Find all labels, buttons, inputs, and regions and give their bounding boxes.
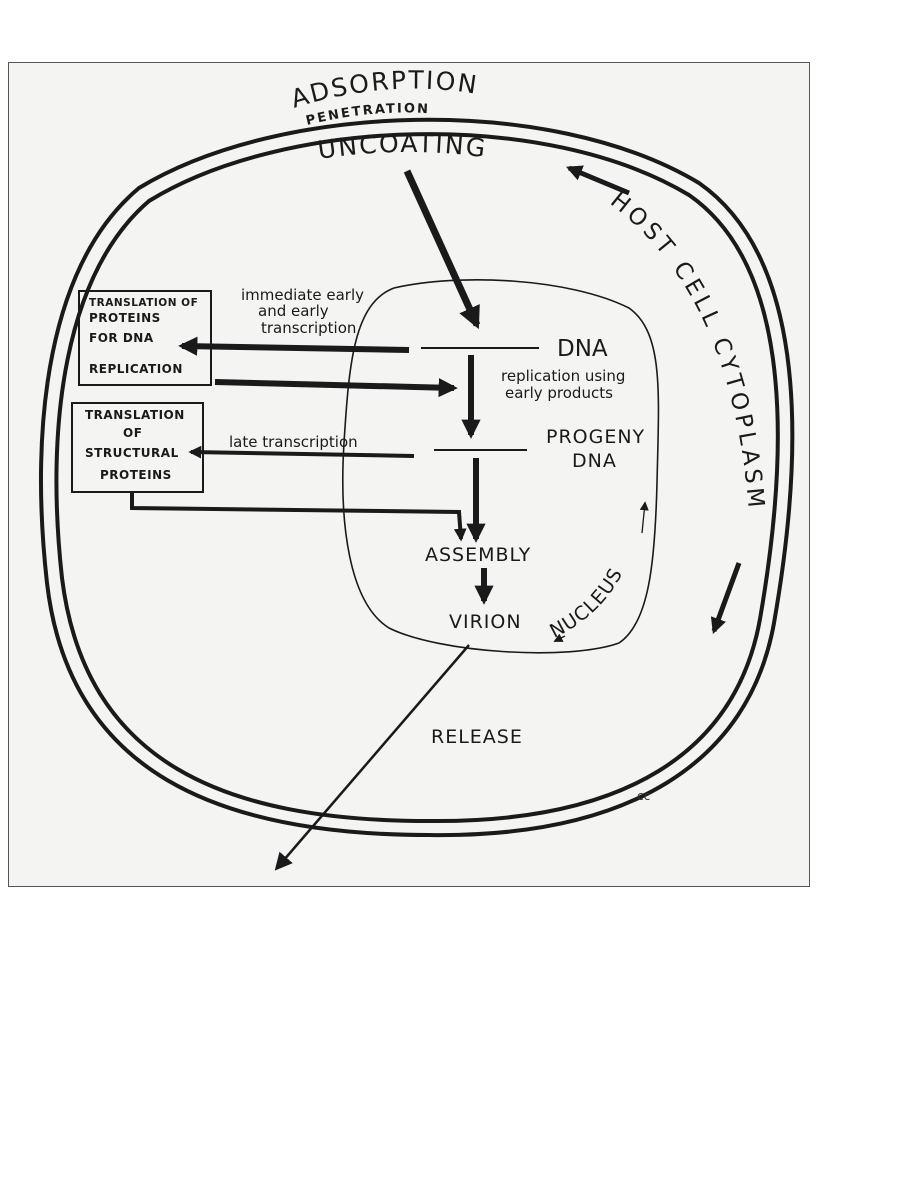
- cytoplasm-arrow-top: [566, 165, 630, 196]
- late-box-line3: STRUCTURAL: [85, 446, 179, 460]
- late-transcription-arrow: [188, 445, 415, 459]
- virion-label: VIRION: [449, 611, 522, 633]
- host-cell-membrane-inner: [54, 132, 780, 824]
- early-transcription-line3: transcription: [261, 319, 356, 337]
- late-translation-box: [71, 402, 204, 493]
- early-transcription-line1: immediate early: [241, 286, 364, 304]
- early-translation-box: [78, 290, 212, 386]
- uncoating-arrow: [403, 169, 481, 330]
- early-box-line1: TRANSLATION OF: [89, 297, 198, 309]
- nucleus-outline: [342, 279, 660, 654]
- early-box-line2: PROTEINS: [89, 311, 161, 325]
- dna-label: DNA: [557, 336, 608, 362]
- artist-initials: cc: [637, 789, 650, 803]
- late-box-line1: TRANSLATION: [85, 408, 185, 422]
- nucleus-arrow-top: [639, 501, 649, 534]
- progeny-label-line1: PROGENY: [546, 426, 645, 448]
- host-cell-cytoplasm-label: HOST CELL CYTOPLASM: [605, 187, 769, 512]
- late-transcription-label: late transcription: [229, 433, 358, 451]
- replication-note-line2: early products: [505, 384, 613, 402]
- release-arrow: [274, 644, 470, 871]
- nucleus-label: NUCLEUS: [546, 564, 627, 642]
- late-box-line4: PROTEINS: [100, 468, 172, 482]
- early-proteins-arrow: [214, 378, 458, 398]
- late-box-line2: OF: [123, 426, 142, 440]
- early-transcription-line2: and early: [258, 302, 329, 320]
- nucleus-arrow-bottom: [553, 633, 566, 642]
- uncoating-label: UNCOATING: [316, 129, 489, 165]
- host-cell-membrane-outer: [39, 117, 795, 838]
- release-label: RELEASE: [431, 726, 523, 748]
- assembly-label: ASSEMBLY: [425, 544, 531, 566]
- early-box-line4: REPLICATION: [89, 362, 183, 376]
- progeny-label-line2: DNA: [572, 450, 617, 472]
- cytoplasm-arrow-bottom: [710, 562, 742, 635]
- replication-note-line1: replication using: [501, 367, 625, 385]
- early-box-line3: FOR DNA: [89, 331, 154, 345]
- structural-proteins-arrow: [130, 493, 467, 542]
- early-transcription-arrow: [178, 336, 410, 356]
- virus-replication-diagram: ADSORPTION PENETRATION UNCOATING HOST CE…: [8, 62, 810, 887]
